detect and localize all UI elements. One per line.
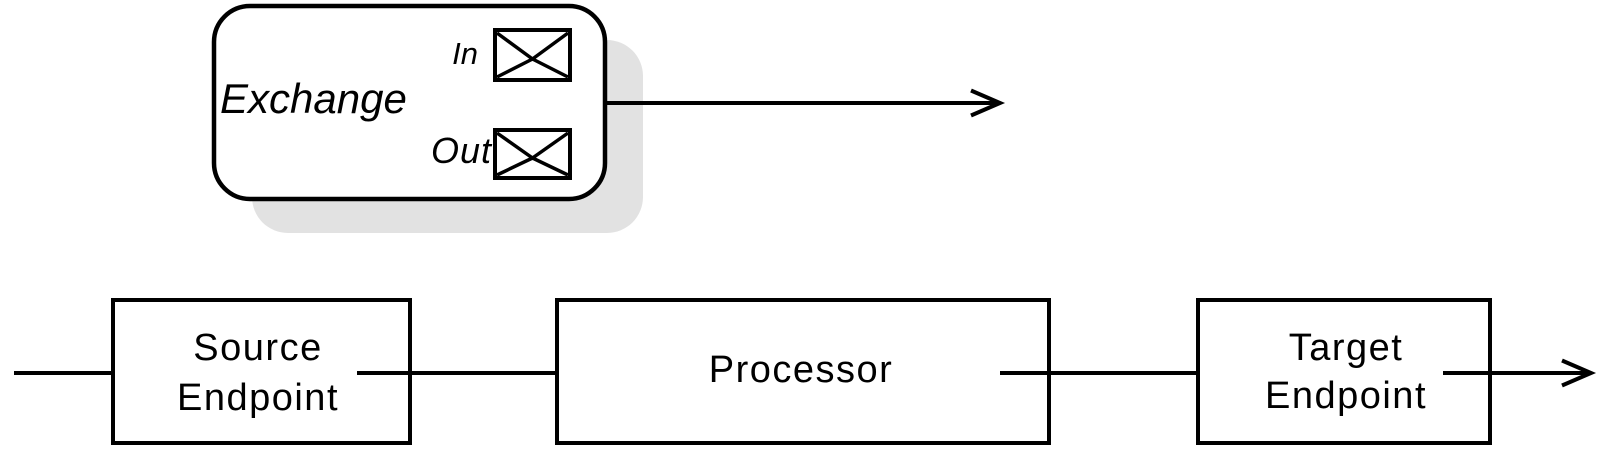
out-envelope-icon xyxy=(493,128,572,180)
source-endpoint-label-line2: Endpoint xyxy=(177,377,339,419)
target-endpoint-label-line2: Endpoint xyxy=(1265,375,1427,417)
target-endpoint-label-line1: Target xyxy=(1289,327,1404,369)
exchange-title: Exchange xyxy=(220,75,407,122)
outbound-arrow xyxy=(1443,358,1597,388)
in-port-label: In xyxy=(452,36,478,71)
processor-box xyxy=(555,298,1051,445)
in-envelope-icon xyxy=(493,28,572,82)
processor-label: Processor xyxy=(709,349,894,391)
out-port-label: Out xyxy=(431,130,493,171)
source-endpoint-label-line1: Source xyxy=(193,327,322,369)
exchange-group: Exchange In Out xyxy=(211,3,1006,233)
pipeline-group: Source Endpoint Processor Target Endpoin… xyxy=(14,298,1597,445)
exchange-output-arrow xyxy=(606,88,1006,118)
